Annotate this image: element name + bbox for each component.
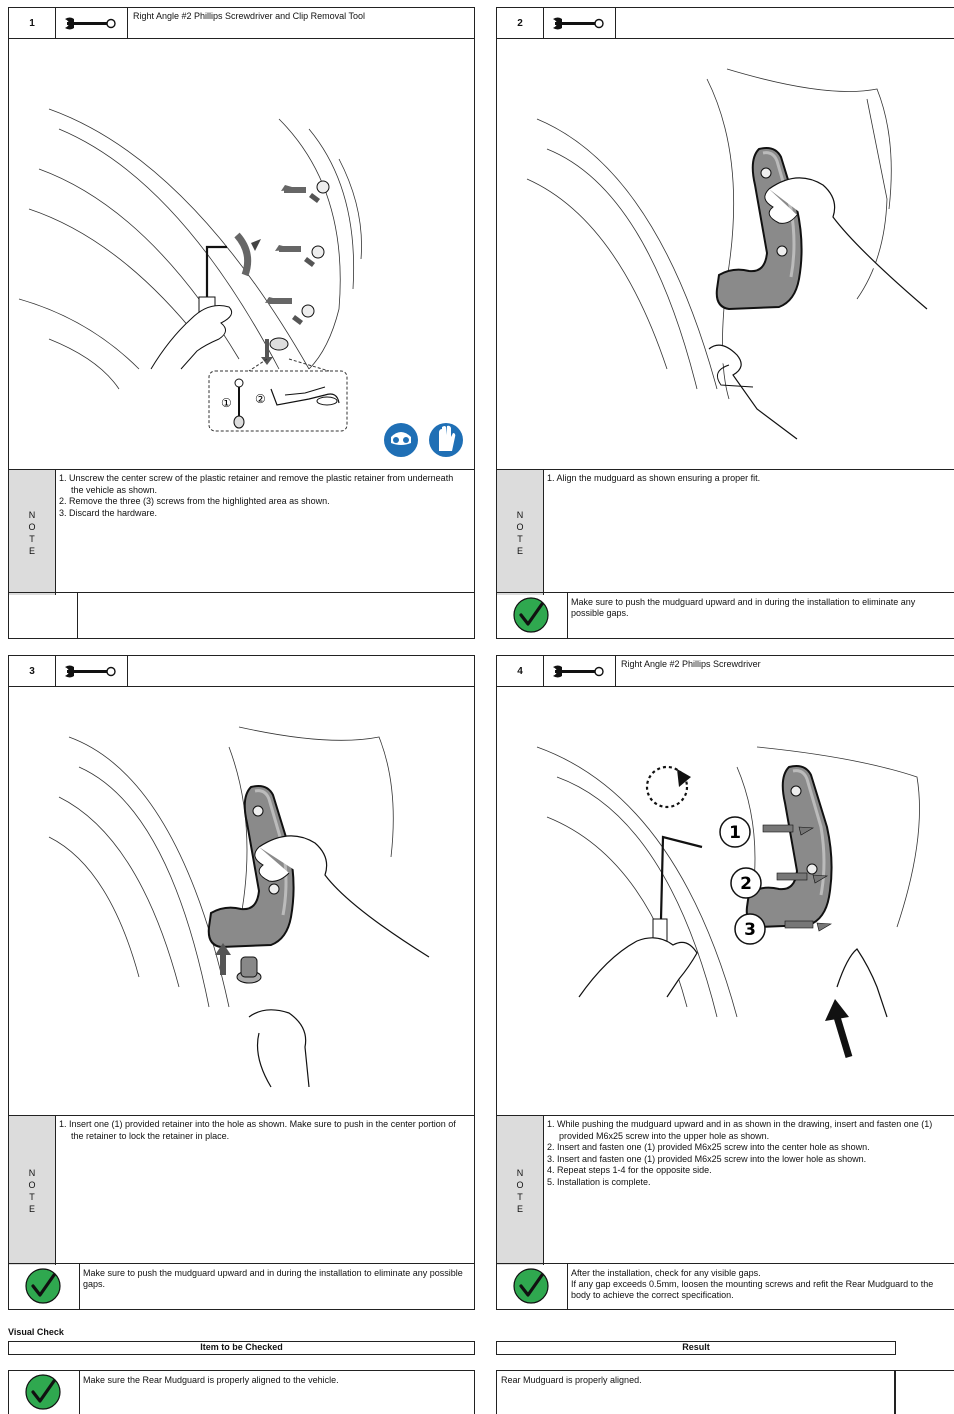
note-line: 4. Repeat steps 1-4 for the opposite sid… bbox=[547, 1165, 946, 1177]
step-illustration: 1 2 3 bbox=[497, 687, 954, 1115]
note-line: 1. Insert one (1) provided retainer into… bbox=[59, 1119, 466, 1142]
hands-illustration bbox=[249, 836, 429, 1087]
step-header: 1 Right Angle #2 Phillips Screwdriver an… bbox=[9, 8, 474, 39]
callout-2: 2 bbox=[740, 874, 752, 894]
check-text: After the installation, check for any vi… bbox=[571, 1268, 948, 1301]
note-line: 1. While pushing the mudguard upward and… bbox=[547, 1119, 946, 1142]
check-icon bbox=[511, 1268, 553, 1306]
push-arrow-hand bbox=[825, 949, 887, 1057]
check-cell bbox=[9, 1371, 80, 1414]
check-cell bbox=[497, 1264, 568, 1309]
wrench-icon bbox=[543, 656, 616, 686]
ppe-icons bbox=[384, 423, 463, 457]
wrench-icon bbox=[55, 8, 128, 38]
step-illustration bbox=[9, 687, 474, 1115]
note-text: 1. Insert one (1) provided retainer into… bbox=[59, 1119, 466, 1142]
check-row: After the installation, check for any vi… bbox=[497, 1263, 954, 1309]
check-text: Make sure to push the mudguard upward an… bbox=[83, 1268, 468, 1290]
step-panel-4: 4 Right Angle #2 Phillips Screwdriver 1 … bbox=[496, 655, 954, 1310]
screw-callouts: 1 2 3 bbox=[720, 817, 765, 944]
step-number: 2 bbox=[497, 8, 544, 38]
check-row: Make sure to push the mudguard upward an… bbox=[9, 1263, 474, 1309]
callout-3: 3 bbox=[744, 920, 756, 940]
screwdriver-with-hand bbox=[151, 235, 261, 369]
step-header: 2 bbox=[497, 8, 954, 39]
step-panel-1: 1 Right Angle #2 Phillips Screwdriver an… bbox=[8, 7, 475, 639]
step-number: 4 bbox=[497, 656, 544, 686]
result-box: Rear Mudguard is properly aligned. bbox=[496, 1370, 896, 1414]
check-row bbox=[9, 592, 474, 638]
item-header: Item to be Checked bbox=[8, 1341, 475, 1355]
note-line: 2. Insert and fasten one (1) provided M6… bbox=[547, 1142, 946, 1154]
step-header: 3 bbox=[9, 656, 474, 687]
check-icon bbox=[511, 597, 553, 635]
note-text: 1. While pushing the mudguard upward and… bbox=[547, 1119, 946, 1188]
callout-1: 1 bbox=[729, 823, 741, 843]
callout-1: ① bbox=[221, 396, 232, 410]
item-text: Make sure the Rear Mudguard is properly … bbox=[83, 1375, 468, 1386]
wrench-icon bbox=[55, 656, 128, 686]
note-line: 1. Unscrew the center screw of the plast… bbox=[59, 473, 466, 496]
note-line: 1. Align the mudguard as shown ensuring … bbox=[547, 473, 946, 485]
screw-removal-arrows bbox=[265, 185, 306, 304]
check-cell bbox=[497, 593, 568, 638]
step-number: 1 bbox=[9, 8, 56, 38]
note-line: 2. Remove the three (3) screws from the … bbox=[59, 496, 466, 508]
note-line: 3. Discard the hardware. bbox=[59, 508, 466, 520]
note-text: 1. Align the mudguard as shown ensuring … bbox=[547, 473, 946, 485]
tool-name: Right Angle #2 Phillips Screwdriver bbox=[621, 659, 761, 669]
step-header: 4 Right Angle #2 Phillips Screwdriver bbox=[497, 656, 954, 687]
tool-name: Right Angle #2 Phillips Screwdriver and … bbox=[133, 11, 365, 21]
wrench-icon bbox=[543, 8, 616, 38]
step-illustration: ① ② bbox=[9, 39, 474, 469]
result-mark-box bbox=[894, 1370, 954, 1414]
note-text: 1. Unscrew the center screw of the plast… bbox=[59, 473, 466, 519]
visual-check-title: Visual Check bbox=[8, 1327, 64, 1337]
step-illustration bbox=[497, 39, 954, 469]
screwdriver-with-hand bbox=[579, 837, 702, 997]
check-text: Make sure to push the mudguard upward an… bbox=[571, 597, 948, 619]
step-panel-3: 3 bbox=[8, 655, 475, 1310]
check-cell bbox=[9, 1264, 80, 1309]
mudguard-illustration bbox=[717, 148, 802, 309]
mudguard-illustration bbox=[747, 766, 832, 927]
check-row: Make sure to push the mudguard upward an… bbox=[497, 592, 954, 638]
clip-detail-inset: ① ② bbox=[209, 359, 347, 431]
note-line: 3. Insert and fasten one (1) provided M6… bbox=[547, 1154, 946, 1166]
note-line: 5. Installation is complete. bbox=[547, 1177, 946, 1189]
result-text: Rear Mudguard is properly aligned. bbox=[501, 1375, 642, 1385]
check-icon bbox=[23, 1374, 65, 1412]
check-icon bbox=[23, 1268, 65, 1306]
step-number: 3 bbox=[9, 656, 56, 686]
result-header: Result bbox=[496, 1341, 896, 1355]
check-cell-empty bbox=[9, 593, 78, 638]
callout-2: ② bbox=[255, 392, 266, 406]
item-checked-box: Make sure the Rear Mudguard is properly … bbox=[8, 1370, 475, 1414]
